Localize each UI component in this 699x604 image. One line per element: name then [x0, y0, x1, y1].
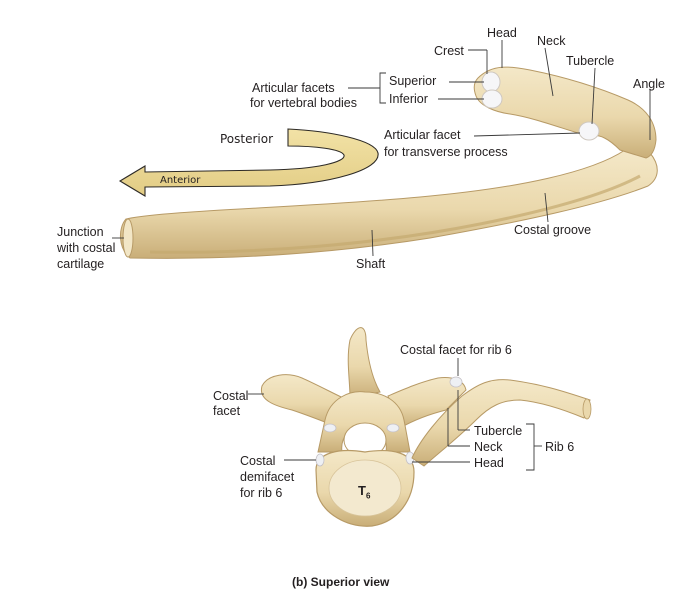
label-v-head: Head — [474, 456, 504, 470]
label-junction-1: Junction — [57, 225, 104, 239]
label-head: Head — [487, 26, 517, 40]
label-rib6: Rib 6 — [545, 440, 575, 454]
label-costal-facet-2: facet — [213, 404, 241, 418]
label-posterior: Posterior — [220, 132, 274, 146]
rib6-illustration — [411, 379, 592, 467]
orientation-arrow — [118, 128, 379, 197]
label-demifacet-3: for rib 6 — [240, 486, 283, 500]
vertebra-illustration — [260, 327, 467, 527]
rib-illustration — [120, 66, 658, 259]
vertebra-leader-lines — [248, 358, 542, 471]
label-costal-facet-rib6: Costal facet for rib 6 — [400, 343, 512, 357]
label-tubercle: Tubercle — [566, 54, 615, 68]
label-costal-facet-1: Costal — [213, 389, 249, 403]
label-articular-facets-2: for vertebral bodies — [250, 96, 358, 110]
label-demifacet-2: demifacet — [240, 470, 295, 484]
label-superior: Superior — [389, 74, 437, 88]
rib-leader-lines — [112, 40, 651, 257]
label-demifacet-1: Costal — [240, 454, 276, 468]
label-angle: Angle — [633, 77, 665, 91]
label-anterior: Anterior — [160, 175, 201, 186]
label-costal-groove: Costal groove — [514, 223, 592, 237]
label-v-neck: Neck — [474, 440, 503, 454]
label-neck: Neck — [537, 34, 566, 48]
label-articular-facets-1: Articular facets — [252, 81, 335, 95]
label-junction-2: with costal — [57, 241, 116, 255]
label-v-tubercle: Tubercle — [474, 424, 523, 438]
label-inferior: Inferior — [389, 92, 428, 106]
label-facet-transverse-1: Articular facet — [384, 128, 461, 142]
label-facet-transverse-2: for transverse process — [384, 145, 508, 159]
label-shaft: Shaft — [356, 257, 386, 271]
label-crest: Crest — [434, 44, 464, 58]
label-junction-3: cartilage — [57, 257, 105, 271]
label-t6: T6 — [358, 483, 371, 501]
figure-caption: (b) Superior view — [292, 575, 390, 589]
